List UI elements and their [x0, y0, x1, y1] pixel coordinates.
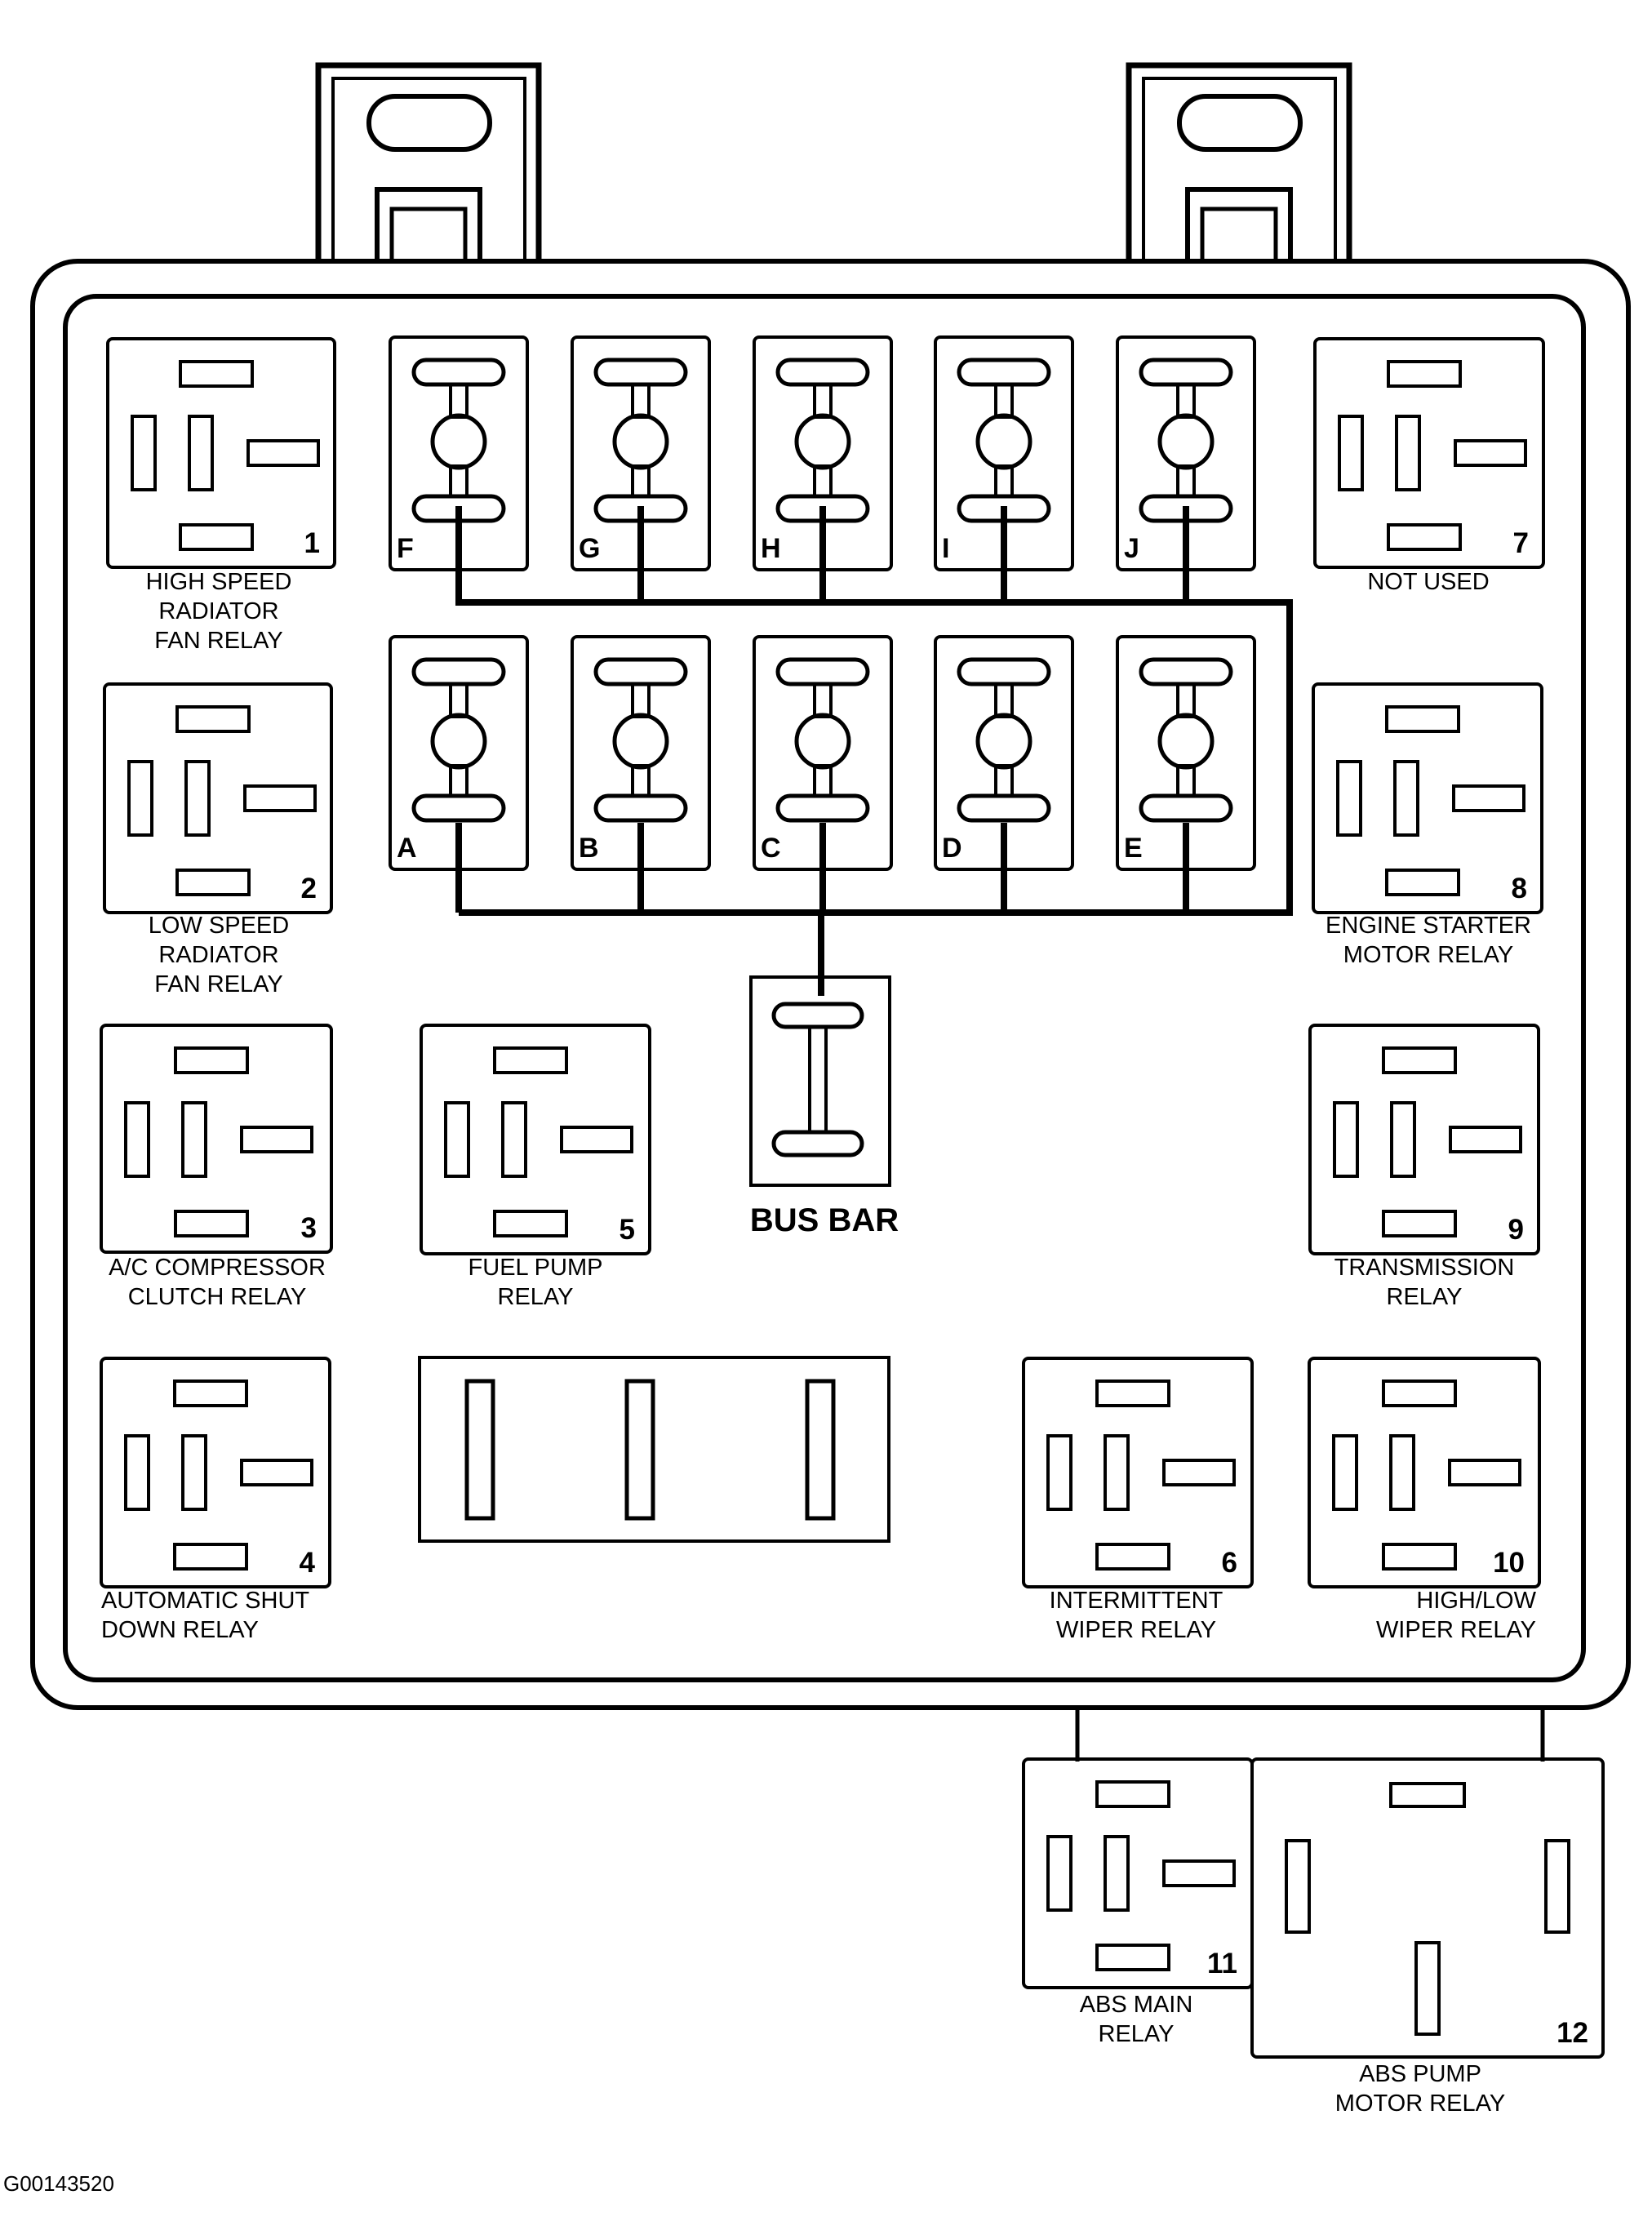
relay-4 — [100, 1357, 331, 1588]
figure-id: G00143520 — [3, 2171, 114, 2196]
fuse-A — [389, 635, 529, 871]
relay-caption-6: WIPER RELAY — [1056, 1617, 1216, 1643]
relay-caption-11: ABS MAIN — [1080, 1992, 1193, 2018]
relay-5 — [420, 1024, 651, 1255]
relay-number-2: 2 — [301, 873, 317, 904]
bus-bar-label: BUS BAR — [750, 1202, 899, 1238]
relay-12 — [1250, 1757, 1605, 2059]
relay-number-7: 7 — [1513, 527, 1529, 559]
relay-7 — [1313, 337, 1545, 569]
relay-caption-9: TRANSMISSION — [1334, 1255, 1515, 1281]
relay-2 — [103, 682, 333, 914]
relay-6 — [1022, 1357, 1254, 1588]
relay-caption-7: NOT USED — [1367, 569, 1489, 595]
relay-caption-4: AUTOMATIC SHUT — [101, 1588, 309, 1614]
relay-number-3: 3 — [301, 1212, 317, 1244]
fuse-H — [753, 335, 893, 571]
relay-caption-1: FAN RELAY — [154, 628, 282, 654]
relay-number-11: 11 — [1207, 1948, 1237, 1979]
fuse-box-housing-inner — [63, 294, 1586, 1682]
relay-8 — [1312, 682, 1543, 914]
left-mount-tab — [315, 62, 542, 263]
fuse-C — [753, 635, 893, 871]
relay-caption-8: ENGINE STARTER — [1326, 913, 1531, 939]
fuse-B — [571, 635, 711, 871]
fuse-J — [1116, 335, 1256, 571]
fuse-I — [934, 335, 1074, 571]
relay-caption-3: A/C COMPRESSOR — [109, 1255, 326, 1281]
fuse-label-E: E — [1124, 833, 1143, 864]
relay-caption-1: RADIATOR — [158, 598, 278, 624]
fuse-label-F: F — [397, 533, 414, 564]
fuse-F — [389, 335, 529, 571]
relay-caption-12: MOTOR RELAY — [1335, 2090, 1505, 2117]
relay-caption-9: RELAY — [1387, 1284, 1463, 1310]
right-mount-tab — [1126, 62, 1352, 263]
relay-number-10: 10 — [1493, 1547, 1525, 1579]
fuse-label-G: G — [579, 533, 600, 564]
relay-caption-5: FUEL PUMP — [469, 1255, 603, 1281]
relay-caption-3: CLUTCH RELAY — [128, 1284, 307, 1310]
fuse-label-B: B — [579, 833, 599, 864]
relay-caption-5: RELAY — [498, 1284, 574, 1310]
relay-number-1: 1 — [304, 527, 320, 559]
connector-block — [418, 1356, 890, 1543]
fuse-D — [934, 635, 1074, 871]
relay-caption-2: RADIATOR — [158, 942, 278, 968]
relay-caption-8: MOTOR RELAY — [1343, 942, 1513, 968]
relay-caption-10: WIPER RELAY — [1376, 1617, 1536, 1643]
relay-caption-2: LOW SPEED — [149, 913, 289, 939]
relay-number-5: 5 — [620, 1214, 635, 1246]
fuse-box-housing-outer — [30, 259, 1631, 1710]
relay-group — [100, 337, 1605, 2059]
relay-number-6: 6 — [1222, 1547, 1237, 1579]
fuse-E — [1116, 635, 1256, 871]
fuse-group — [389, 335, 1256, 871]
relay-1 — [106, 337, 336, 569]
relay-3 — [100, 1024, 333, 1254]
fuse-label-C: C — [761, 833, 781, 864]
fuse-label-A: A — [397, 833, 417, 864]
fuse-label-H: H — [761, 533, 781, 564]
relay-9 — [1308, 1024, 1540, 1255]
relay-caption-6: INTERMITTENT — [1050, 1588, 1223, 1614]
fuse-label-J: J — [1124, 533, 1139, 564]
bus-bar — [749, 975, 891, 1187]
relay-caption-10: HIGH/LOW — [1416, 1588, 1536, 1614]
relay-caption-12: ABS PUMP — [1359, 2061, 1481, 2087]
relay-caption-1: HIGH SPEED — [146, 569, 292, 595]
fuse-label-D: D — [942, 833, 962, 864]
relay-caption-4: DOWN RELAY — [101, 1617, 259, 1643]
fuse-label-I: I — [942, 533, 949, 564]
relay-number-4: 4 — [300, 1547, 316, 1579]
relay-caption-11: RELAY — [1099, 2021, 1175, 2047]
relay-number-8: 8 — [1512, 873, 1527, 904]
relay-number-12: 12 — [1557, 2017, 1588, 2049]
relay-number-9: 9 — [1508, 1214, 1524, 1246]
relay-10 — [1308, 1357, 1541, 1588]
relay-caption-2: FAN RELAY — [154, 971, 282, 997]
fuse-G — [571, 335, 711, 571]
